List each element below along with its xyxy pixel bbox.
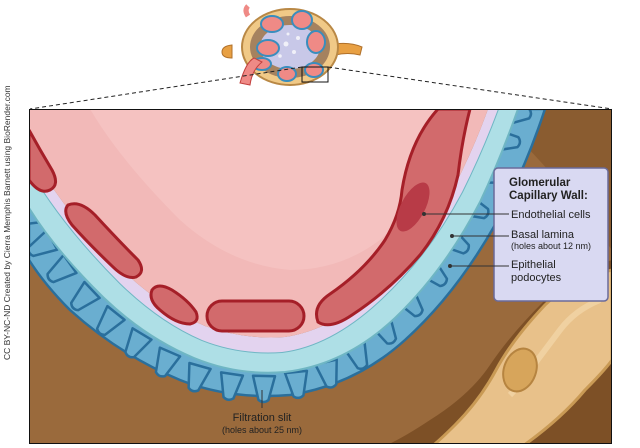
leader-lines [261, 212, 509, 408]
endothelial-cell [64, 202, 143, 279]
endothelial-cell [205, 299, 306, 333]
label-filtration-slit: Filtration slit [233, 412, 292, 424]
legend-title-line1: Glomerular [509, 177, 571, 189]
endothelial-nucleus [396, 182, 430, 232]
legend-box: Glomerular Capillary Wall: [493, 167, 609, 302]
legend-title-line2: Capillary Wall: [509, 190, 588, 202]
credit-text: CC BY-NC-ND Created by Cierra Memphis Ba… [2, 85, 12, 360]
label-filtration-slit-holes: (holes about 25 nm) [222, 425, 302, 435]
foot-process [46, 253, 78, 284]
foot-process [251, 374, 277, 404]
foot-process [187, 361, 212, 393]
label-endothelial-cells: Endothelial cells [511, 209, 591, 221]
label-epithelial: Epithelial [511, 259, 556, 271]
endothelial-cells [29, 109, 472, 333]
foot-process [69, 280, 101, 312]
endothelial-cell [29, 129, 57, 193]
foot-process [95, 304, 126, 337]
label-podocytes: podocytes [511, 272, 562, 284]
foot-process [124, 327, 153, 359]
zoom-line-left [29, 66, 303, 110]
foot-process [154, 346, 182, 378]
zoom-line-right [327, 66, 613, 110]
foot-process [219, 371, 245, 402]
foot-process [314, 358, 338, 389]
label-basal-lamina: Basal lamina [511, 229, 575, 241]
glomerulus-thumbnail [221, 4, 363, 86]
endothelial-cell [149, 284, 199, 326]
label-basal-lamina-holes: (holes about 12 nm) [511, 241, 591, 251]
foot-process [283, 369, 309, 400]
